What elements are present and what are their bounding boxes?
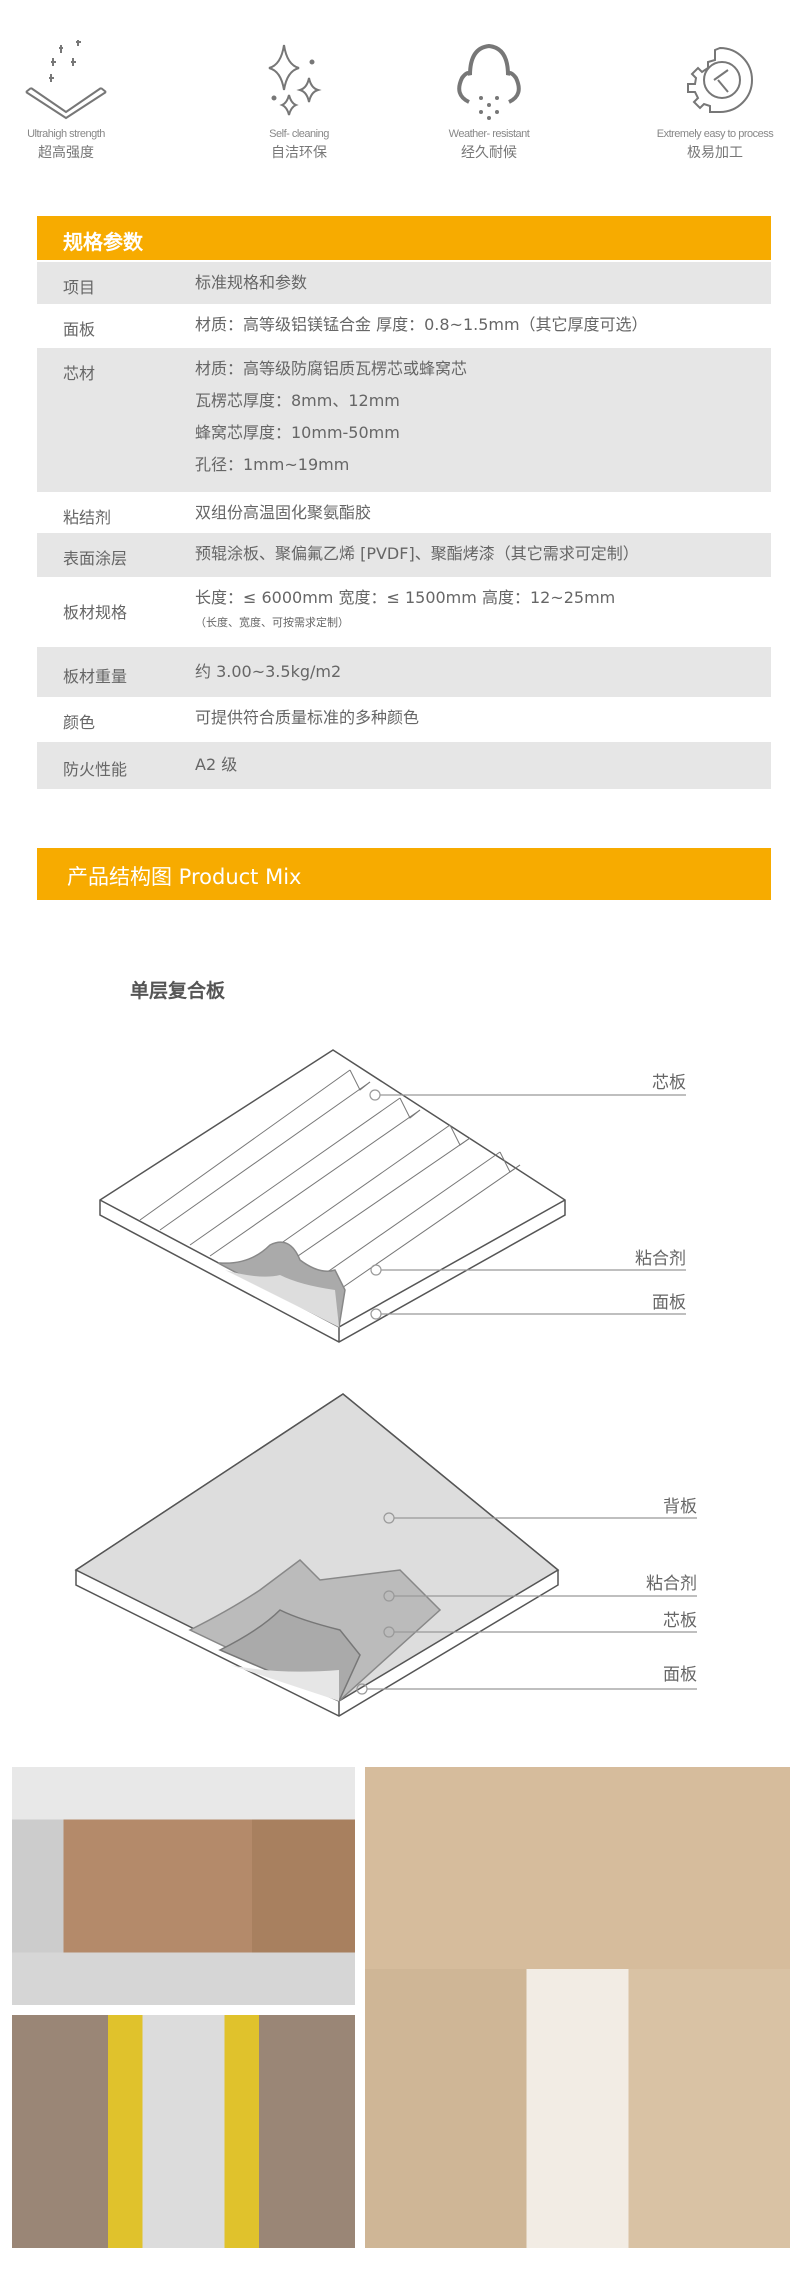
spec-header: 规格参数 bbox=[37, 216, 771, 260]
label-back: 背板 bbox=[663, 1497, 697, 1517]
spec-row: 颜色可提供符合质量标准的多种颜色 bbox=[63, 708, 420, 732]
label-core: 芯板 bbox=[652, 1073, 686, 1093]
photo-yellow-lounge bbox=[12, 2015, 355, 2248]
strength-icon bbox=[25, 40, 107, 120]
cloud-rain-icon bbox=[457, 43, 521, 120]
spec-row: 粘结剂双组份高温固化聚氨酯胶 bbox=[63, 503, 372, 527]
diagram-subtitle: 单层复合板 bbox=[130, 980, 226, 1002]
label-face-2: 面板 bbox=[663, 1665, 697, 1685]
spec-row: 板材重量约 3.00~3.5kg/m2 bbox=[37, 647, 771, 697]
photo-corridor-wood-wall bbox=[12, 1767, 355, 2005]
spec-row: 面板材质：高等级铝镁锰合金 厚度：0.8~1.5mm（其它厚度可选） bbox=[63, 315, 648, 339]
photo-wood-hallway bbox=[365, 1767, 790, 2248]
spec-row: 板材规格长度：≤ 6000mm 宽度：≤ 1500mm 高度：12~25mm（长… bbox=[63, 588, 616, 629]
double-layer-diagram bbox=[74, 1393, 697, 1717]
feature-strength: Ultrahigh strength 超高强度 bbox=[0, 40, 166, 162]
mix-header: 产品结构图 Product Mix bbox=[37, 848, 771, 900]
spec-row: 表面涂层预辊涂板、聚偏氟乙烯 [PVDF]、聚酯烤漆（其它需求可定制） bbox=[37, 533, 771, 577]
label-face: 面板 bbox=[652, 1293, 686, 1313]
sparkle-icon bbox=[268, 44, 322, 116]
feature-weather-resistant: Weather- resistant 经久耐候 bbox=[389, 40, 589, 162]
gear-clock-icon bbox=[687, 46, 753, 113]
label-adhesive-2: 粘合剂 bbox=[646, 1574, 697, 1594]
label-adhesive: 粘合剂 bbox=[635, 1249, 686, 1269]
single-layer-diagram bbox=[99, 1049, 686, 1343]
feature-self-cleaning: Self- cleaning 自洁环保 bbox=[199, 40, 399, 162]
feature-easy-process: Extremely easy to process 极易加工 bbox=[615, 40, 800, 162]
spec-row: 项目标准规格和参数 bbox=[37, 262, 771, 304]
label-core-2: 芯板 bbox=[663, 1611, 697, 1631]
